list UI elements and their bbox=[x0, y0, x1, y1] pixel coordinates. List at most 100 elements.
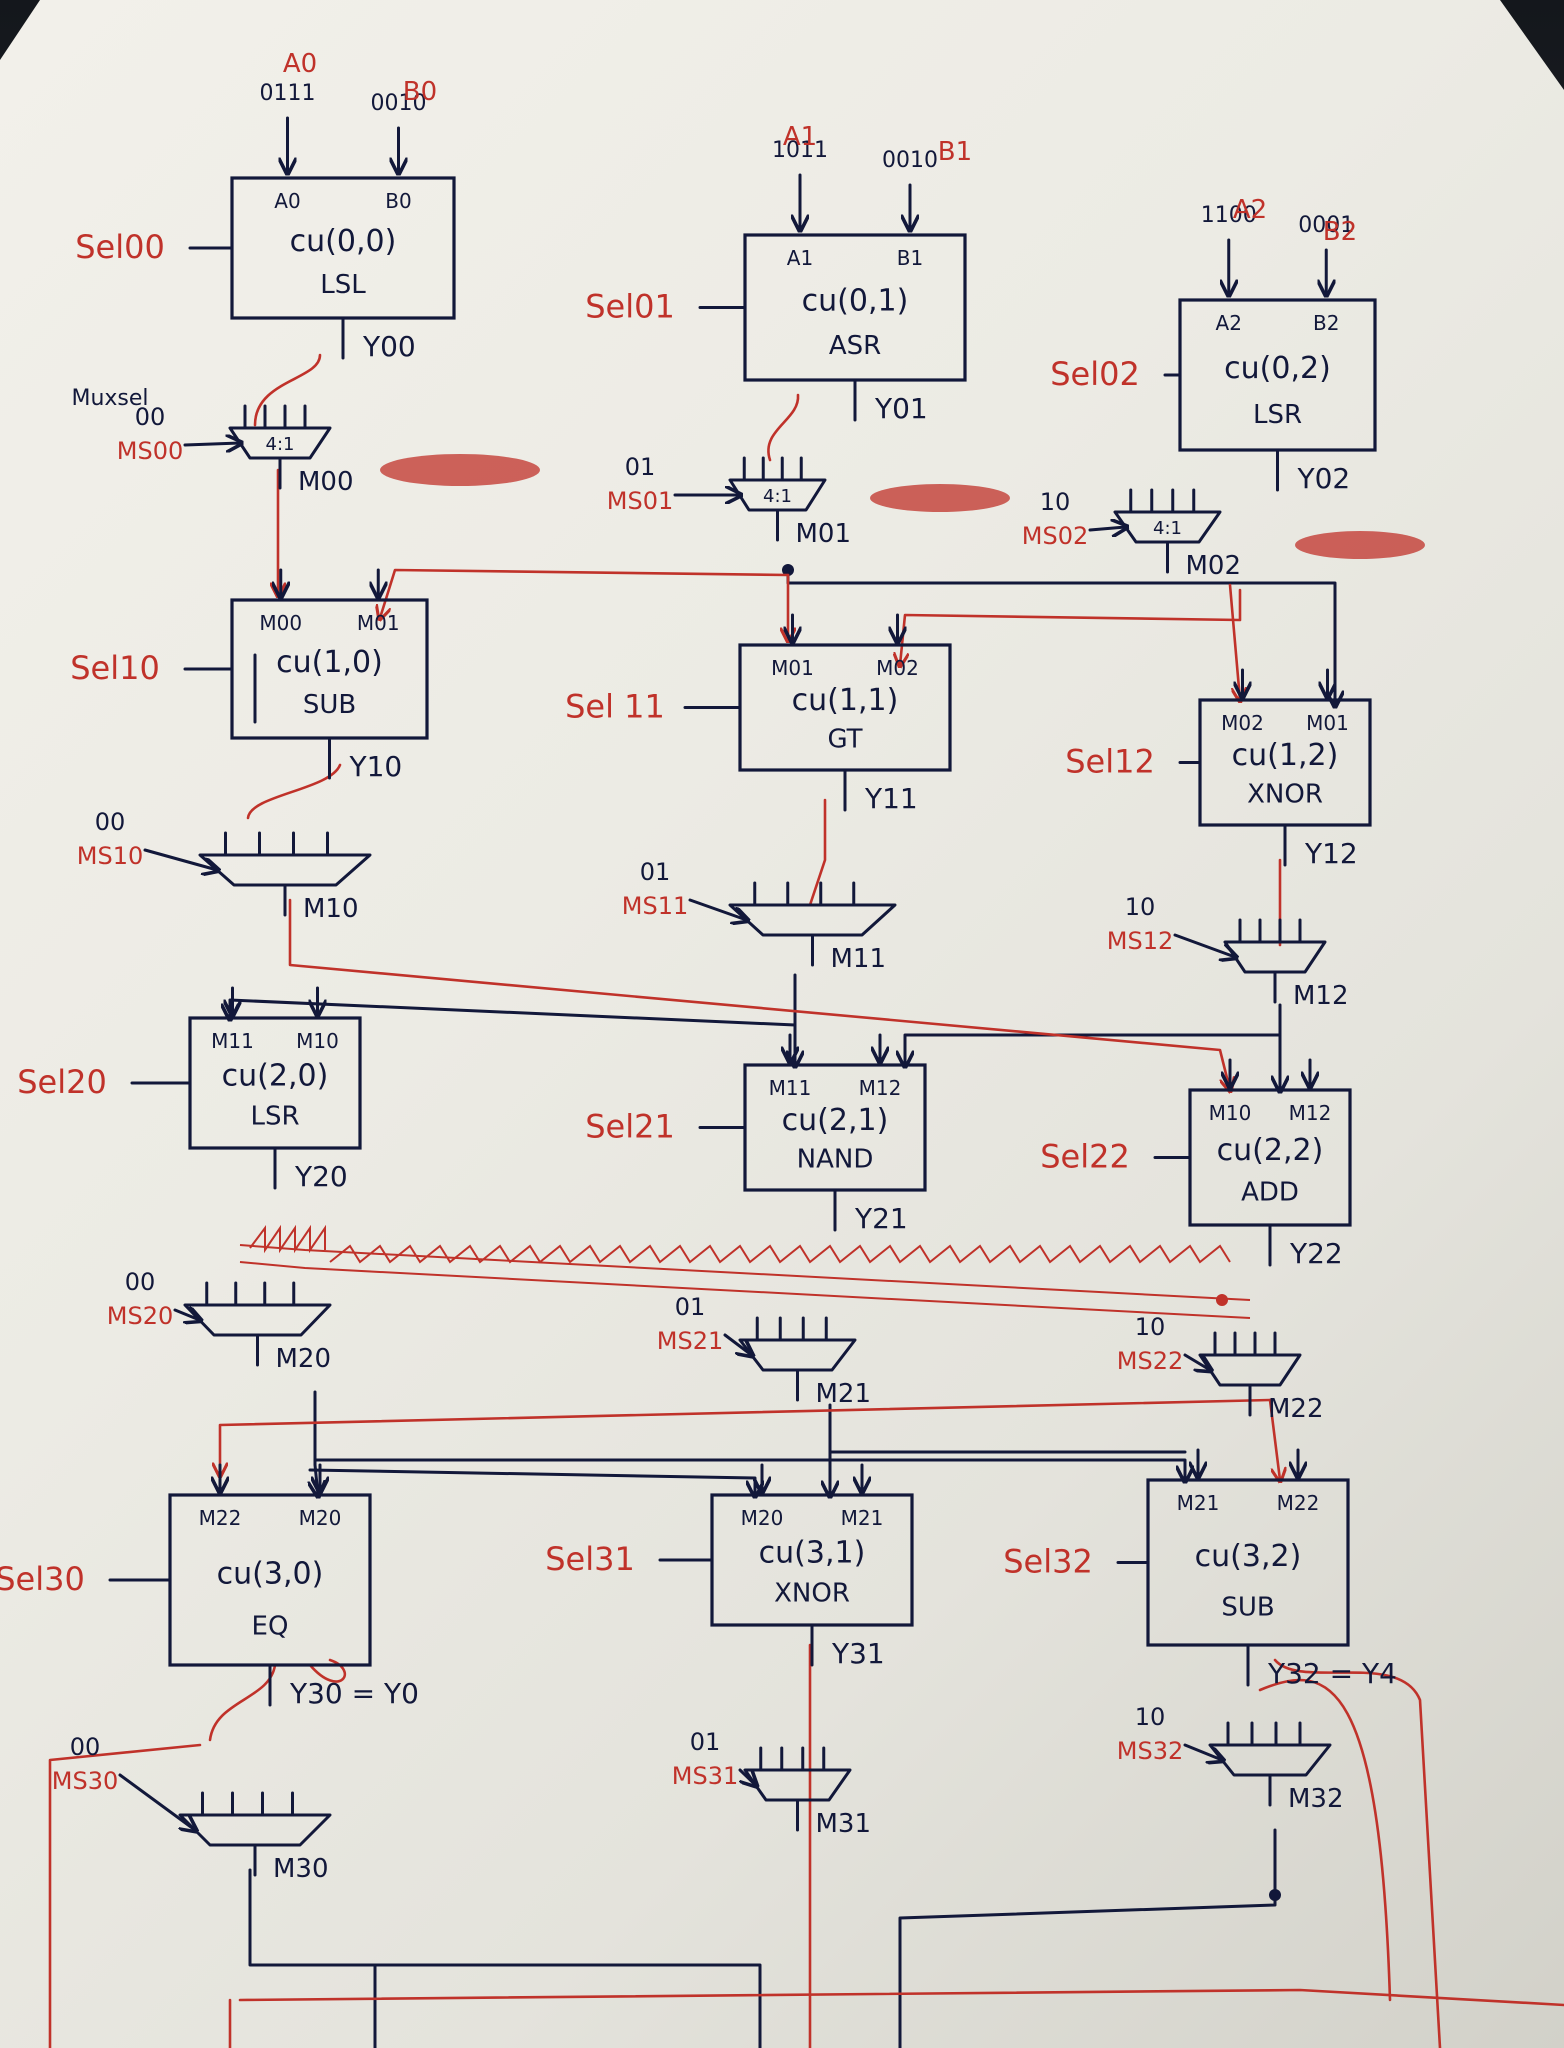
mux-select-name: MS02 bbox=[1022, 522, 1088, 550]
mux-select-name: MS22 bbox=[1117, 1347, 1183, 1375]
input-value-2: 0001 bbox=[1298, 213, 1354, 238]
mux-select-value: 10 bbox=[1040, 488, 1071, 516]
mux-shape bbox=[1208, 1743, 1332, 1777]
cell-input-1: M11 bbox=[211, 1029, 254, 1053]
cell-op: XNOR bbox=[774, 1579, 850, 1609]
mux-select-value: 00 bbox=[125, 1268, 156, 1296]
cell-name: cu(0,2) bbox=[1224, 351, 1331, 386]
mux-select-name: MS32 bbox=[1117, 1737, 1183, 1765]
mux-select-value: 00 bbox=[95, 808, 126, 836]
mux-select-name: MS01 bbox=[607, 487, 673, 515]
cell-output-label: Y20 bbox=[294, 1160, 348, 1193]
cell-input-2: M12 bbox=[1289, 1101, 1332, 1125]
cell-input-2: B0 bbox=[385, 189, 411, 213]
mux-shape bbox=[738, 1338, 857, 1372]
cell-input-1: M10 bbox=[1209, 1101, 1252, 1125]
cell-input-1: A1 bbox=[787, 246, 813, 270]
mux-select-value: 00 bbox=[135, 403, 166, 431]
input-value-2: 0010 bbox=[371, 91, 427, 116]
cell-output-label: Y32 = Y4 bbox=[1267, 1657, 1397, 1690]
input-name-a: A0 bbox=[283, 49, 317, 79]
mux-select-value: 01 bbox=[675, 1293, 706, 1321]
cell-name: cu(1,1) bbox=[792, 683, 899, 718]
cell-input-1: M02 bbox=[1221, 711, 1264, 735]
mux-select-value: 10 bbox=[1135, 1313, 1166, 1341]
cell-output-label: Y11 bbox=[864, 782, 918, 815]
mux-select-value: 01 bbox=[640, 858, 671, 886]
cell-input-1: M00 bbox=[259, 611, 302, 635]
cell-name: cu(2,1) bbox=[782, 1103, 889, 1138]
cell-output-label: Y22 bbox=[1289, 1237, 1343, 1270]
mux-select-value: 10 bbox=[1135, 1703, 1166, 1731]
cell-input-1: M20 bbox=[741, 1506, 784, 1530]
cell-name: cu(3,2) bbox=[1195, 1539, 1302, 1574]
cell-name: cu(3,0) bbox=[217, 1556, 324, 1591]
mux-output-label: M10 bbox=[303, 894, 359, 924]
input-name-b: B0 bbox=[403, 77, 437, 107]
cell-select-label: Sel12 bbox=[1065, 743, 1155, 781]
mux-extra-label: Muxsel bbox=[71, 386, 148, 411]
mux-output-label: M32 bbox=[1288, 1784, 1344, 1814]
cell-op: SUB bbox=[1221, 1592, 1274, 1622]
input-name-b: B1 bbox=[938, 137, 972, 167]
cell-op: LSL bbox=[320, 270, 366, 300]
cell-output-label: Y01 bbox=[874, 392, 928, 425]
mux-select-name: MS20 bbox=[107, 1302, 173, 1330]
cell-input-1: M22 bbox=[199, 1506, 242, 1530]
cell-input-1: M01 bbox=[771, 656, 814, 680]
cell-op: LSR bbox=[250, 1102, 299, 1132]
mux-select-name: MS21 bbox=[657, 1327, 723, 1355]
cell-input-2: B2 bbox=[1313, 311, 1339, 335]
cell-input-2: M22 bbox=[1277, 1491, 1320, 1515]
cell-op: XNOR bbox=[1247, 780, 1323, 810]
input-name-a: A2 bbox=[1233, 195, 1267, 225]
mux-select-name: MS31 bbox=[672, 1762, 738, 1790]
cell-select-label: Sel20 bbox=[17, 1063, 107, 1101]
cell-input-1: A2 bbox=[1216, 311, 1242, 335]
mux-output-label: M20 bbox=[276, 1344, 332, 1374]
mux-output-label: M12 bbox=[1293, 981, 1349, 1011]
mux-select-value: 01 bbox=[690, 1728, 721, 1756]
cell-name: cu(0,1) bbox=[802, 283, 909, 318]
cell-op: SUB bbox=[303, 690, 356, 720]
cell-select-label: Sel10 bbox=[70, 649, 160, 687]
mux-shape bbox=[1223, 940, 1327, 974]
mux-select-name: MS12 bbox=[1107, 927, 1173, 955]
mux-shape bbox=[1198, 1353, 1302, 1387]
mux-output-label: M01 bbox=[796, 519, 852, 549]
mux-select-name: MS00 bbox=[117, 437, 183, 465]
input-value-2: 0010 bbox=[882, 148, 938, 173]
mux-shape bbox=[183, 1303, 332, 1337]
mux-select-value: 10 bbox=[1125, 893, 1156, 921]
mux-ratio: 4:1 bbox=[266, 434, 295, 455]
mux-select-name: MS30 bbox=[52, 1767, 118, 1795]
cell-select-label: Sel32 bbox=[1003, 1543, 1093, 1581]
mux-select-name: MS10 bbox=[77, 842, 143, 870]
cell-op: GT bbox=[827, 725, 862, 755]
mux-output-label: M22 bbox=[1268, 1394, 1324, 1424]
input-value-1: 0111 bbox=[260, 81, 316, 106]
cell-input-2: M02 bbox=[876, 656, 919, 680]
cell-output-label: Y10 bbox=[349, 750, 403, 783]
cell-input-2: M12 bbox=[859, 1076, 902, 1100]
cell-op: NAND bbox=[797, 1145, 874, 1175]
cell-input-1: M11 bbox=[769, 1076, 812, 1100]
input-name-a: A1 bbox=[783, 122, 817, 152]
cell-input-2: M01 bbox=[1306, 711, 1349, 735]
cell-input-2: B1 bbox=[897, 246, 923, 270]
cell-input-1: A0 bbox=[274, 189, 300, 213]
